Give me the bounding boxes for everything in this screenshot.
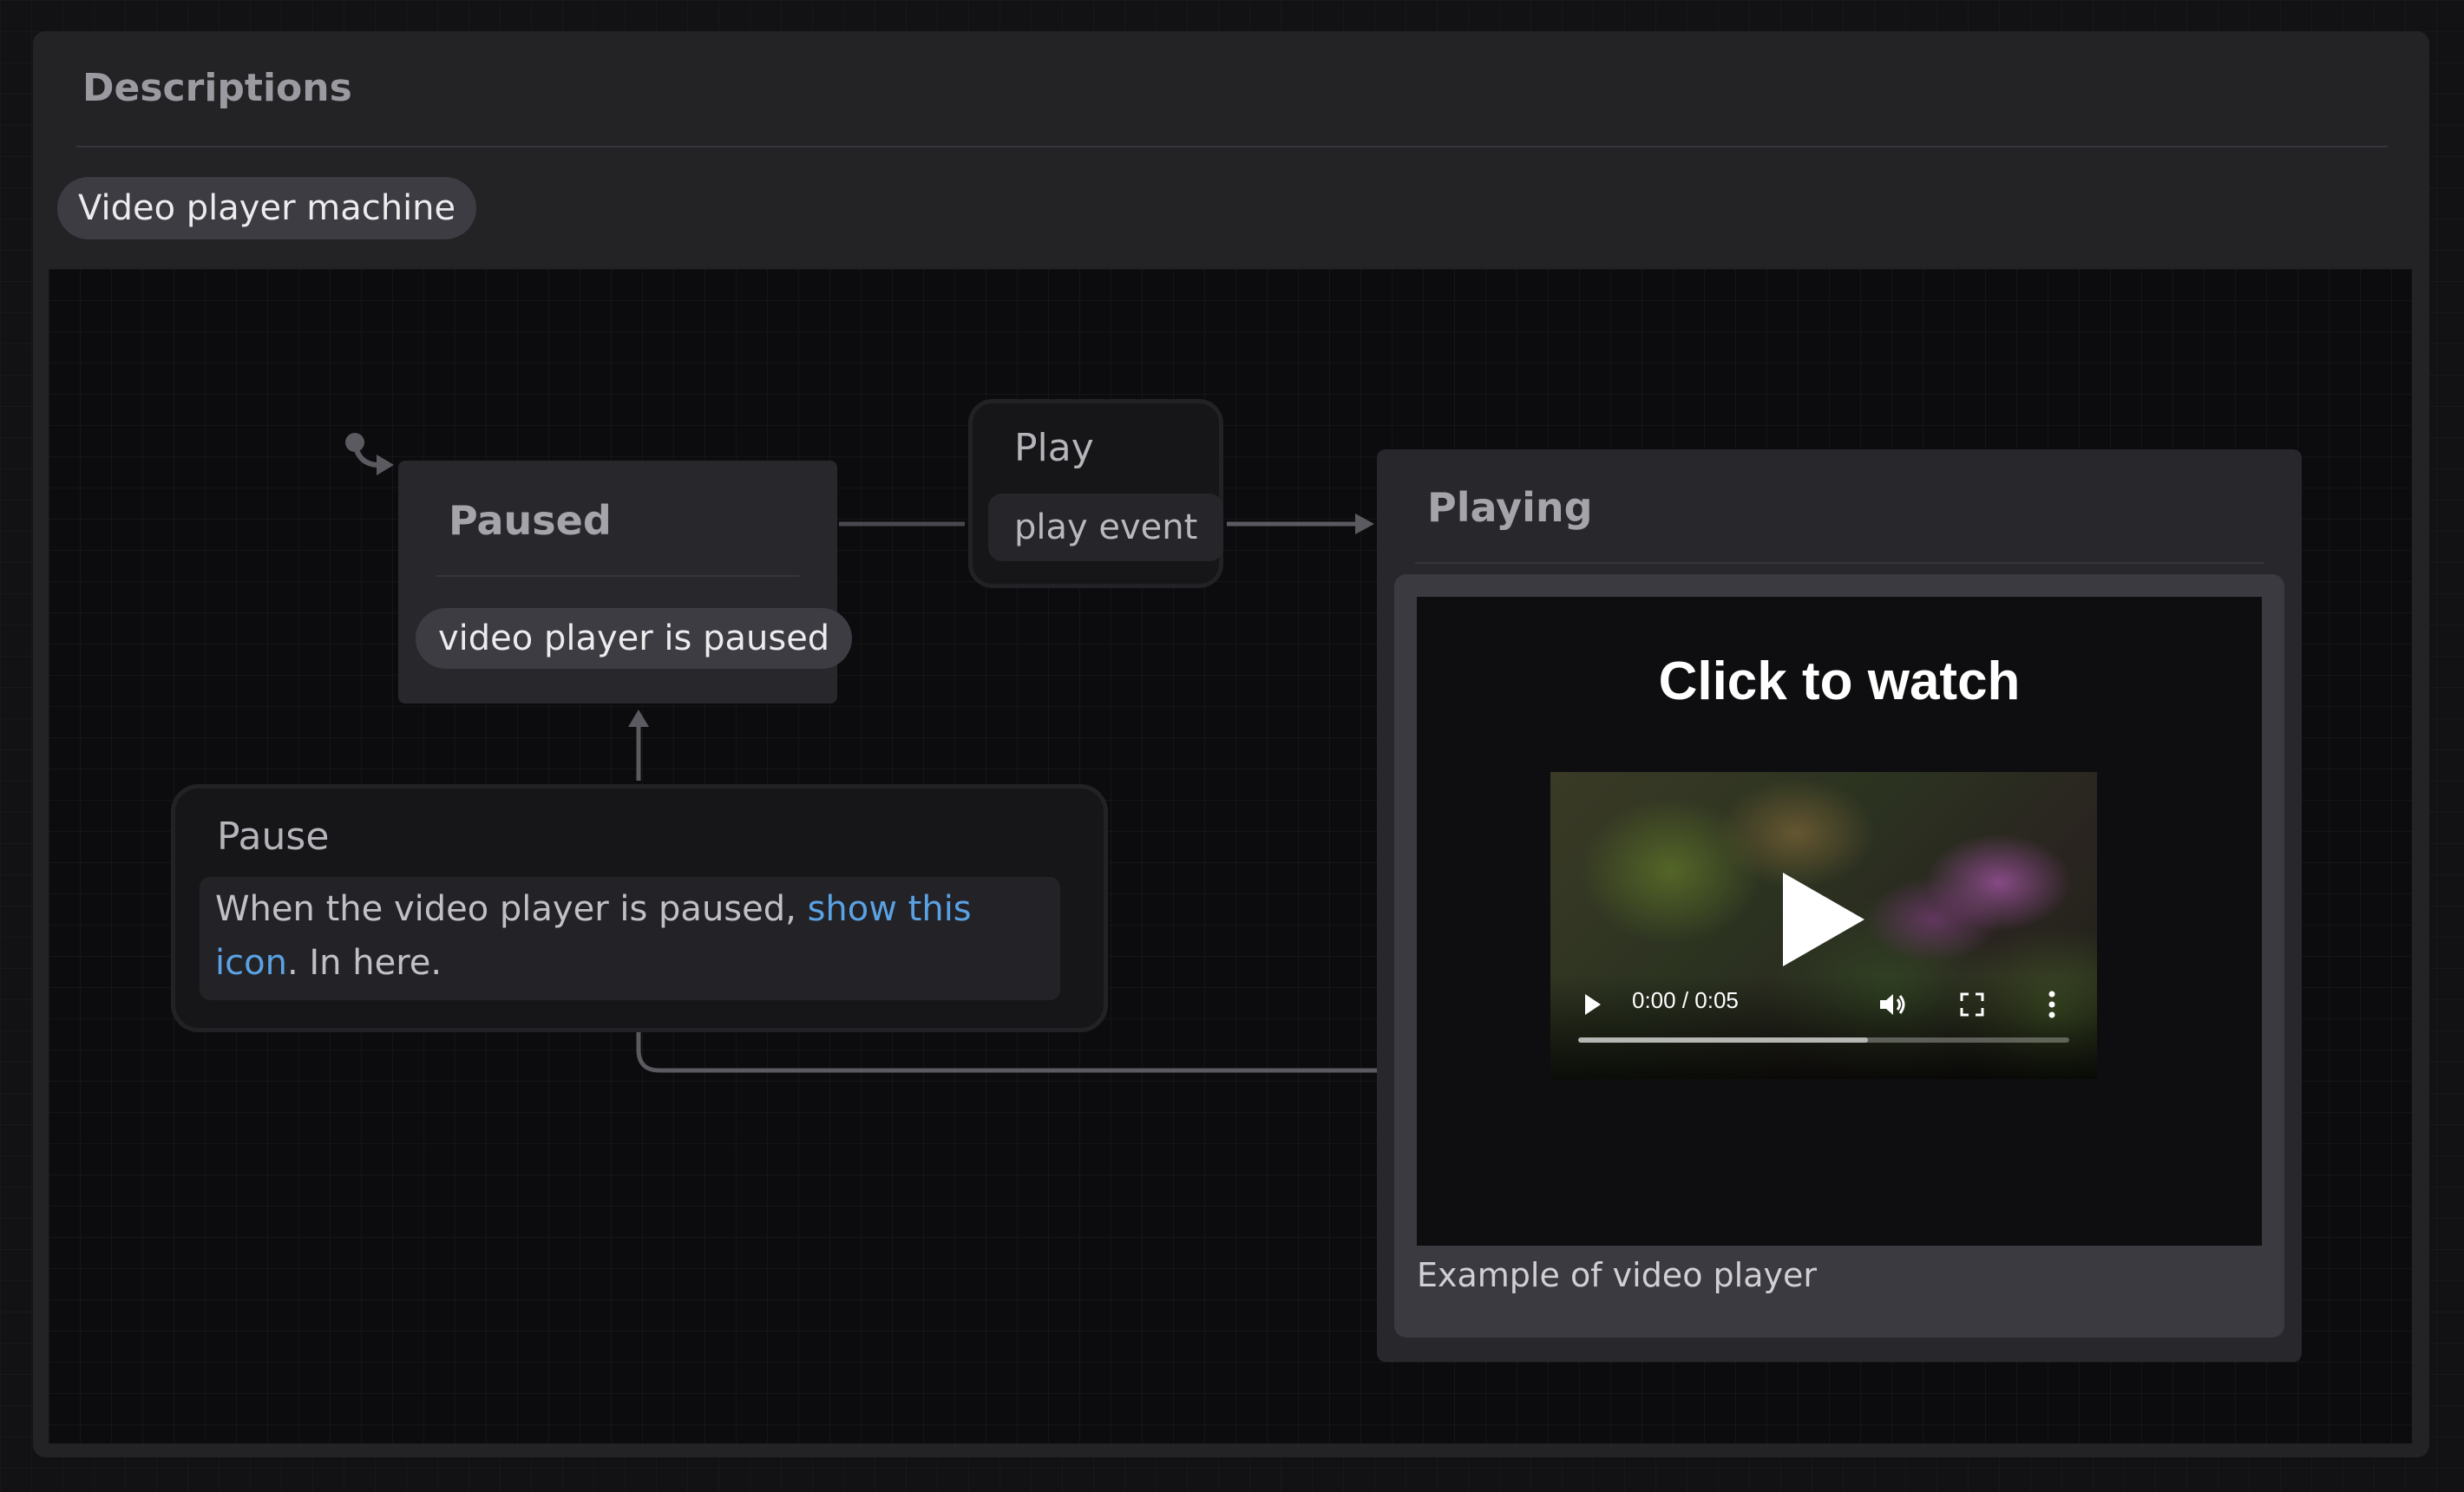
state-paused-description: video player is paused xyxy=(416,608,853,669)
big-play-icon[interactable] xyxy=(1783,873,1864,966)
arrowhead-paused xyxy=(628,710,649,727)
panel-divider xyxy=(76,146,2388,147)
click-to-watch-heading: Click to watch xyxy=(1658,651,2021,711)
video-time: 0:00 / 0:05 xyxy=(1632,987,1739,1013)
event-pause-description-tail: . In here. xyxy=(286,943,442,983)
state-playing[interactable]: Playing Click to watch 0:00 / 0:05 xyxy=(1377,449,2302,1362)
event-pause-label: Pause xyxy=(217,815,330,859)
show-this-icon-link[interactable]: show this icon xyxy=(215,889,972,983)
video-buffered-range xyxy=(1578,1037,1868,1043)
event-play-description: play event xyxy=(988,494,1224,561)
transition-edges xyxy=(345,433,1377,1073)
state-paused[interactable]: Paused video player is paused xyxy=(398,461,853,703)
event-pause[interactable]: Pause When the video player is paused, s… xyxy=(171,784,1108,1032)
fullscreen-icon[interactable] xyxy=(1956,989,1988,1020)
state-playing-title: Playing xyxy=(1427,484,1593,531)
panel-title: Descriptions xyxy=(82,66,352,110)
media-card: Click to watch 0:00 / 0:05 xyxy=(1394,574,2284,1338)
state-playing-divider xyxy=(1415,562,2264,564)
play-icon[interactable] xyxy=(1585,994,1601,1015)
edge-playing-to-pause xyxy=(636,1029,1377,1073)
descriptions-panel: Descriptions Video player machine Paused… xyxy=(33,31,2429,1457)
arrowhead-playing xyxy=(1355,514,1374,534)
video-player[interactable]: 0:00 / 0:05 xyxy=(1550,772,2097,1079)
video-progress-bar[interactable] xyxy=(1578,1037,2069,1043)
machine-name-chip[interactable]: Video player machine xyxy=(57,177,477,239)
volume-icon[interactable] xyxy=(1875,987,1910,1022)
media-caption: Example of video player xyxy=(1417,1256,1817,1294)
event-pause-description: When the video player is paused, show th… xyxy=(200,877,1060,1000)
initial-state-indicator xyxy=(345,433,394,475)
event-play-label: Play xyxy=(1014,426,1094,470)
video-controls-shade xyxy=(1550,975,2097,1079)
event-pause-description-text: When the video player is paused, xyxy=(215,889,808,929)
more-options-icon[interactable] xyxy=(2045,987,2059,1022)
statechart-canvas[interactable]: Paused video player is paused Play play … xyxy=(49,269,2412,1443)
event-play[interactable]: Play play event xyxy=(968,399,1224,588)
video-embed-frame: Click to watch 0:00 / 0:05 xyxy=(1417,597,2262,1246)
state-paused-divider xyxy=(436,575,799,577)
state-paused-title: Paused xyxy=(449,497,612,544)
